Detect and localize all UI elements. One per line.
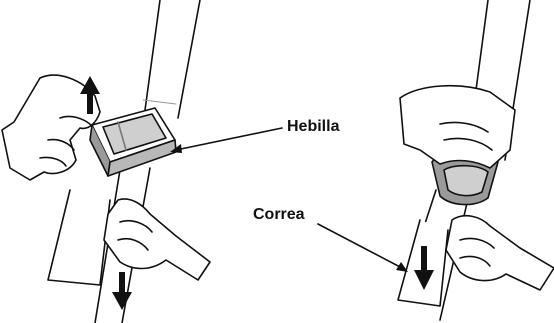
left-strap-tail bbox=[48, 190, 110, 285]
strap-label: Correa bbox=[253, 206, 305, 224]
left-panel bbox=[2, 0, 210, 323]
right-hand-top bbox=[400, 86, 515, 168]
left-buckle bbox=[90, 108, 176, 176]
strap-leader bbox=[318, 224, 408, 272]
buckle-leader bbox=[170, 128, 282, 153]
right-panel bbox=[398, 0, 554, 320]
right-hand-bottom bbox=[446, 216, 554, 290]
left-upper-strap bbox=[145, 0, 200, 118]
left-down-arrow bbox=[112, 272, 132, 310]
buckle-label: Hebilla bbox=[287, 118, 339, 136]
